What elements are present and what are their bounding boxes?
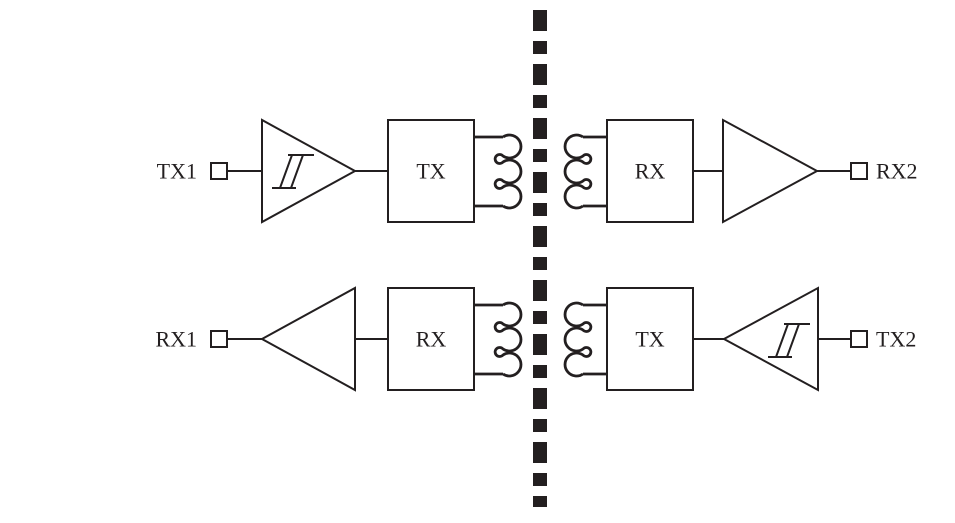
channel-2: RX1 RX TX TX2 (155, 286, 916, 392)
channel-1: TX1 TX RX RX2 (157, 118, 918, 224)
port-label-tx1: TX1 (157, 159, 197, 184)
buffer-triangle (259, 286, 356, 392)
port-label-rx2: RX2 (876, 159, 918, 184)
hysteresis-icon (768, 323, 810, 358)
rx-block (387, 287, 475, 391)
transformer-primary-coil-icon (474, 301, 523, 378)
tx-block-label: TX (635, 327, 664, 352)
port-label-tx2: TX2 (876, 327, 916, 352)
io-pad-rx2 (850, 162, 868, 180)
rx-block-label: RX (635, 159, 666, 184)
tx-block (387, 119, 475, 223)
io-pad-tx1 (210, 162, 228, 180)
io-pad-rx1 (210, 330, 228, 348)
io-pad-tx2 (850, 330, 868, 348)
port-label-rx1: RX1 (155, 327, 197, 352)
transformer-secondary-coil-icon (563, 301, 607, 378)
tx-block (606, 287, 694, 391)
schmitt-trigger-triangle (261, 118, 358, 224)
transformer-primary-coil-icon (474, 133, 523, 210)
rx-block-label: RX (416, 327, 447, 352)
tx-block-label: TX (416, 159, 445, 184)
hysteresis-icon (272, 154, 314, 189)
transformer-secondary-coil-icon (563, 133, 607, 210)
schmitt-trigger-triangle (721, 286, 819, 392)
buffer-triangle (722, 118, 820, 224)
